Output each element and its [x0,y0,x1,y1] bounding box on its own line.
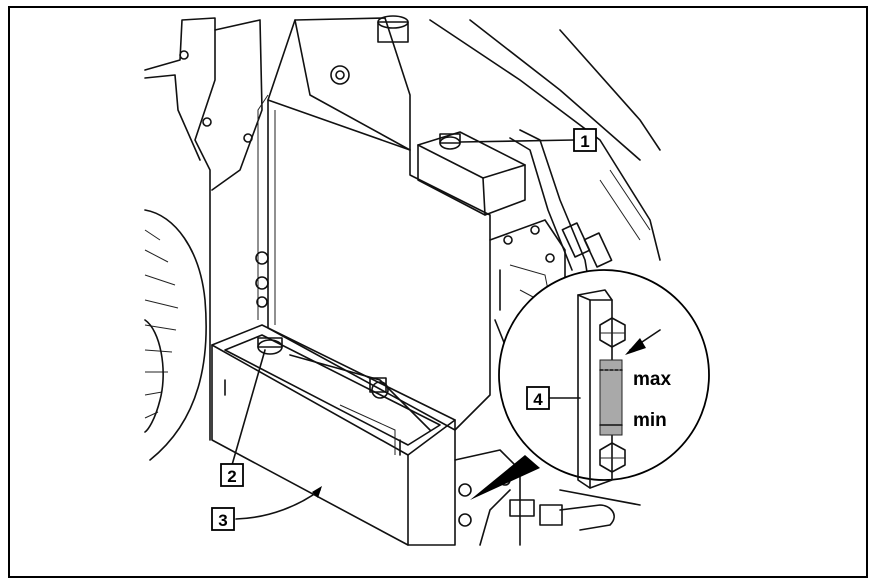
callout-4: 4 [526,386,550,410]
fluid-level-window [599,359,623,436]
callout-1: 1 [573,128,597,152]
leader-lines [231,139,581,520]
svg-text:3: 3 [218,511,227,530]
frame-border [8,6,868,578]
gauge-min-label: min [633,410,667,431]
left-upper-frame [144,17,263,441]
svg-text:4: 4 [533,390,543,409]
svg-text:1: 1 [580,132,589,151]
lower-tank [211,324,456,546]
zoom-pointer [470,455,540,500]
sight-glass-magnifier [498,269,710,489]
upper-reservoir [417,131,526,216]
tank-body [255,15,491,431]
right-hoses [429,19,661,291]
svg-text:2: 2 [227,467,236,486]
callout-2: 2 [220,463,244,487]
gauge-max-label: max [633,369,671,390]
callout-3: 3 [211,507,235,531]
tire [144,209,207,461]
